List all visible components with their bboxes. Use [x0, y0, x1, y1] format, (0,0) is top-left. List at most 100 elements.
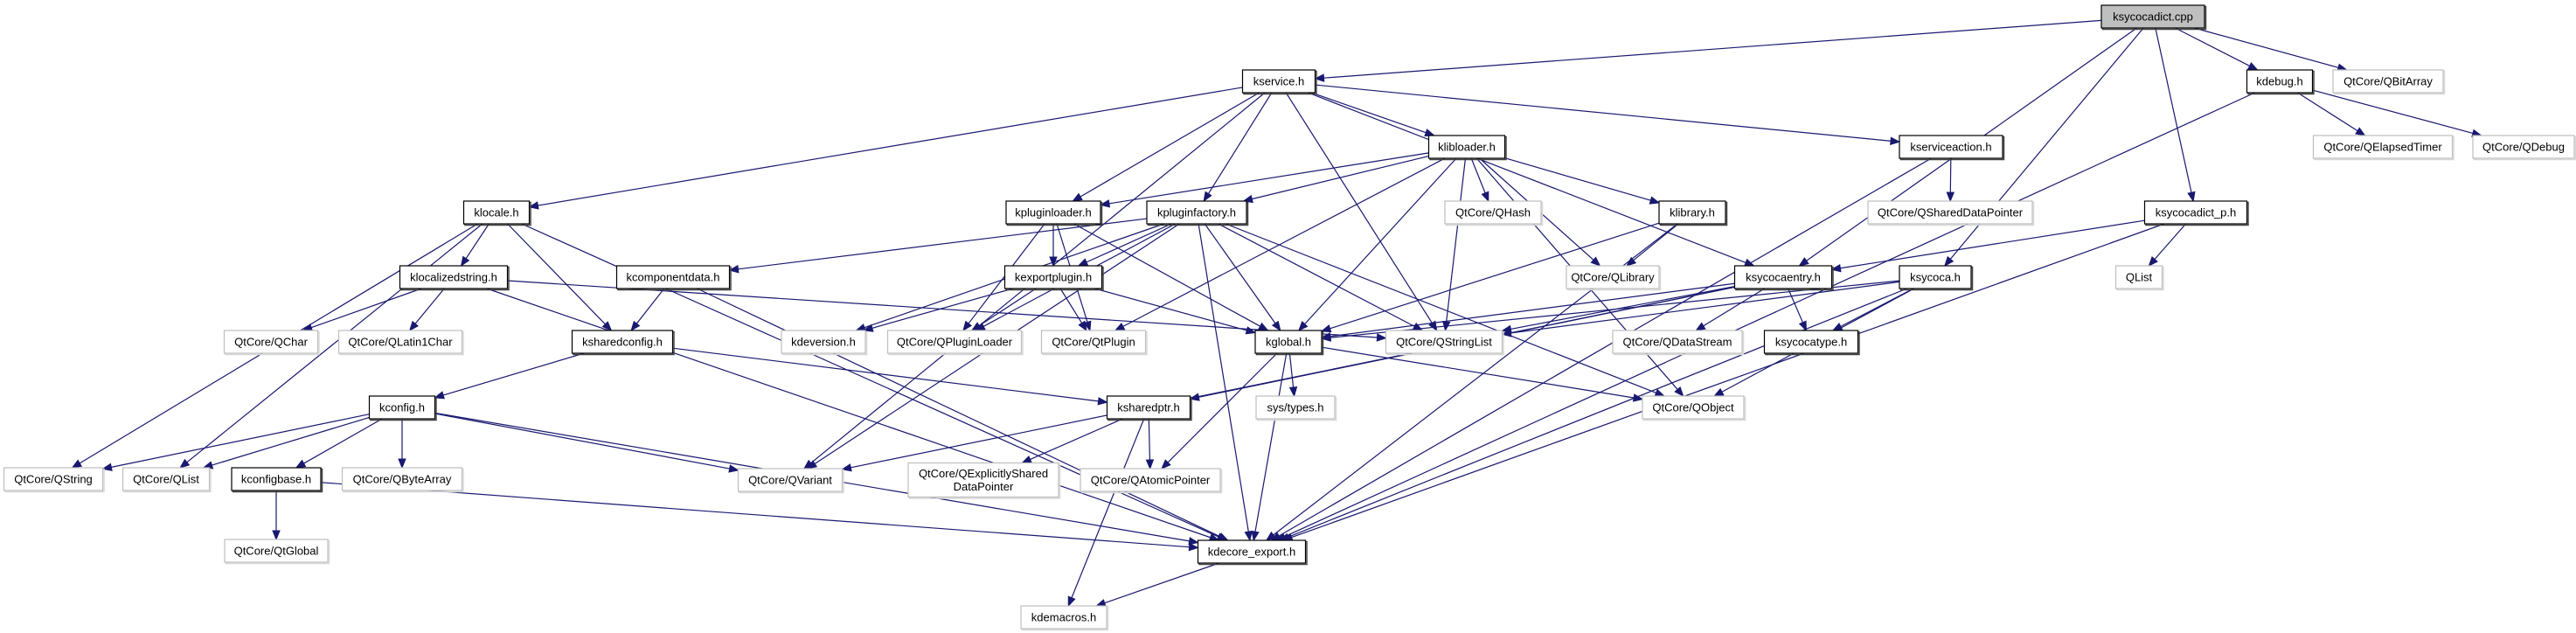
arrowhead-icon — [1654, 388, 1666, 397]
node-qatomicpointer[interactable]: QtCore/QAtomicPointer — [1080, 468, 1223, 494]
node-label: QtCore/QString — [14, 473, 93, 486]
edge-kservice-to-kpluginfactory — [1203, 92, 1273, 203]
node-klibloader[interactable]: klibloader.h — [1427, 135, 1507, 161]
node-box — [1040, 330, 1147, 354]
arrowhead-icon — [1649, 196, 1661, 205]
node-ksharedptr[interactable]: ksharedptr.h — [1106, 395, 1192, 421]
node-box — [1254, 330, 1323, 354]
node-kdemacros[interactable]: kdemacros.h — [1020, 605, 1109, 631]
node-kdebug[interactable]: kdebug.h — [2246, 69, 2315, 95]
node-qstringlist[interactable]: QtCore/QStringList — [1385, 330, 1504, 356]
node-systypes[interactable]: sys/types.h — [1255, 395, 1337, 421]
edge-line — [303, 418, 383, 464]
node-klibrary[interactable]: klibrary.h — [1658, 200, 1728, 226]
node-ksycocadict_cpp[interactable]: ksycocadict.cpp — [2100, 4, 2207, 31]
node-ksycocadict_p[interactable]: ksycocadict_p.h — [2143, 200, 2249, 226]
node-box — [1566, 265, 1660, 289]
edge-line — [851, 286, 1735, 469]
edge-line — [1254, 352, 1288, 532]
node-qelapsedtimer[interactable]: QtCore/QElapsedTimer — [2312, 135, 2454, 161]
arrowhead-icon — [601, 321, 613, 331]
node-label: QtCore/QHash — [1455, 206, 1531, 219]
node-qbitarray[interactable]: QtCore/QBitArray — [2332, 69, 2446, 95]
node-box — [2312, 135, 2454, 159]
edge-line — [1071, 418, 1145, 598]
node-kpluginfactory[interactable]: kpluginfactory.h — [1146, 200, 1249, 226]
node-ksharedconfig[interactable]: ksharedconfig.h — [571, 330, 675, 356]
node-qobject[interactable]: QtCore/QObject — [1642, 395, 1746, 421]
node-box — [399, 265, 509, 289]
edge-line — [1949, 157, 1952, 193]
node-qdebug[interactable]: QtCore/QDebug — [2472, 135, 2576, 161]
node-klocalizedstring[interactable]: klocalizedstring.h — [399, 265, 510, 291]
edge-line — [1633, 223, 1679, 261]
edge-ksycocadict_p-to-ksycocaentry — [1830, 219, 2145, 273]
node-kexportplugin[interactable]: kexportplugin.h — [1003, 265, 1104, 291]
arrowhead-icon — [2187, 191, 2196, 203]
edge-kpluginfactory-to-kglobal — [1204, 223, 1281, 332]
arrowhead-icon — [1297, 321, 1309, 331]
node-box — [1899, 265, 1972, 289]
node-kconfigbase[interactable]: kconfigbase.h — [231, 467, 323, 493]
edge-line — [2175, 27, 2250, 66]
node-qstring[interactable]: QtCore/QString — [3, 467, 105, 493]
node-qtglobal[interactable]: QtCore/QtGlobal — [224, 539, 330, 565]
node-qvariant[interactable]: QtCore/QVariant — [737, 468, 844, 494]
node-box — [2100, 4, 2205, 29]
node-label: ksycoca.h — [1910, 271, 1961, 284]
edge-line — [1470, 157, 1486, 193]
arrowhead-icon — [1161, 459, 1171, 470]
node-qbytearray[interactable]: QtCore/QByteArray — [341, 467, 464, 493]
node-label: klibrary.h — [1670, 206, 1715, 219]
node-qlibrary[interactable]: QtCore/QLibrary — [1566, 265, 1662, 291]
node-kpluginloader[interactable]: kpluginloader.h — [1005, 200, 1103, 226]
edge-line — [1167, 352, 1278, 463]
node-label: kdemacros.h — [1031, 611, 1096, 624]
node-box — [1899, 135, 2003, 159]
node-ksycocatype[interactable]: ksycocatype.h — [1763, 330, 1860, 356]
edge-line — [1059, 288, 1083, 323]
node-qtplugin[interactable]: QtCore/QtPlugin — [1040, 330, 1148, 356]
node-klocale[interactable]: klocale.h — [462, 200, 531, 226]
edge-line — [672, 347, 1099, 402]
edge-ksycoca-to-kdecore_export — [1279, 288, 1907, 541]
node-label: klocale.h — [474, 206, 518, 219]
edge-kconfig-to-kconfigbase — [295, 418, 383, 469]
arrowhead-icon — [1245, 326, 1257, 335]
edge-klocalizedstring-to-qchar — [302, 288, 422, 331]
arrowhead-icon — [1094, 599, 1107, 608]
node-label: ksycocaentry.h — [1746, 271, 1821, 284]
node-qchar[interactable]: QtCore/QChar — [223, 330, 320, 356]
node-kconfig[interactable]: kconfig.h — [368, 395, 437, 421]
arrowhead-icon — [1203, 191, 1212, 203]
arrowhead-icon — [1099, 199, 1111, 208]
node-kdecore_export[interactable]: kdecore_export.h — [1197, 539, 1308, 566]
edge-klocale-to-ksharedconfig — [507, 223, 613, 331]
node-kserviceaction[interactable]: kserviceaction.h — [1899, 135, 2005, 161]
node-qlist[interactable]: QtCore/QList — [122, 467, 212, 493]
node-qlatin1char[interactable]: QtCore/QLatin1Char — [337, 330, 464, 356]
node-kcomponentdata[interactable]: kcomponentdata.h — [615, 265, 732, 291]
edge-ksharedconfig-to-kconfig — [434, 352, 585, 400]
node-ksycocaentry[interactable]: ksycocaentry.h — [1733, 265, 1834, 291]
edge-line — [1311, 92, 1427, 134]
node-qpluginloader[interactable]: QtCore/QPluginLoader — [886, 330, 1024, 356]
edge-line — [2155, 27, 2192, 193]
node-qshareddatapointer[interactable]: QtCore/QSharedDataPointer — [1867, 200, 2035, 226]
edge-line — [320, 482, 1190, 548]
arrowhead-icon — [101, 463, 113, 471]
arrowhead-icon — [434, 391, 445, 400]
node-box — [1020, 605, 1107, 630]
node-ksycoca[interactable]: ksycoca.h — [1899, 265, 1974, 291]
node-qlist2[interactable]: QList — [2114, 265, 2164, 291]
node-kdeversion[interactable]: kdeversion.h — [781, 330, 868, 356]
edge-kconfigbase-to-qtglobal — [272, 490, 281, 541]
node-qhash[interactable]: QtCore/QHash — [1444, 200, 1544, 226]
edge-line — [1703, 288, 1766, 327]
node-qdatastream[interactable]: QtCore/QDataStream — [1612, 330, 1745, 356]
node-box — [886, 330, 1023, 354]
node-kservice[interactable]: kservice.h — [1241, 69, 1317, 95]
arrowhead-icon — [1188, 537, 1199, 546]
node-kglobal[interactable]: kglobal.h — [1254, 330, 1324, 356]
